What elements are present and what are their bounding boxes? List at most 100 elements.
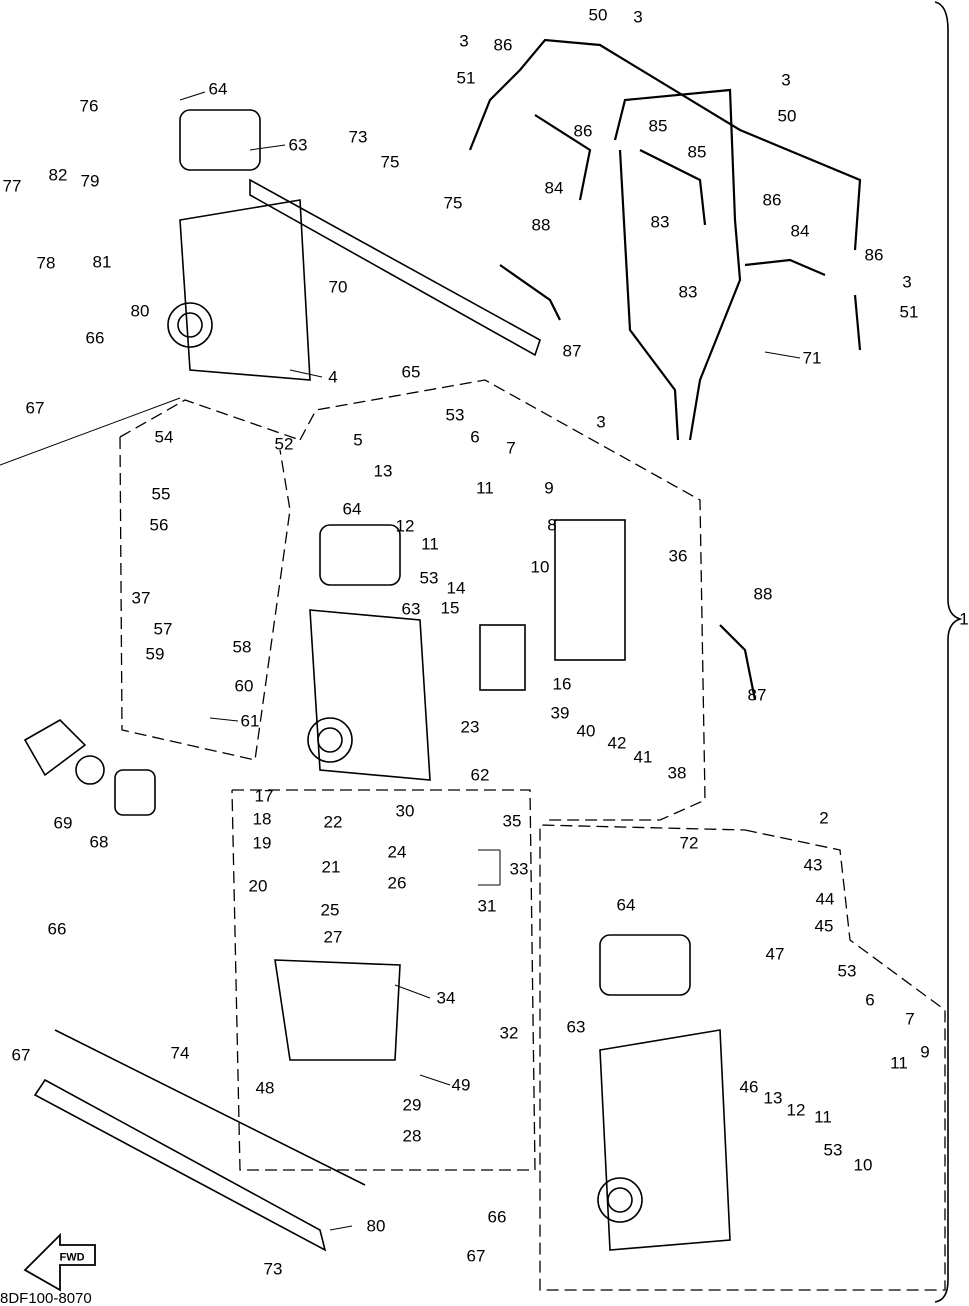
part-callout: 24 [387, 842, 407, 862]
part-callout: 68 [89, 832, 109, 852]
part-callout: 75 [380, 152, 400, 172]
part-callout: 17 [254, 786, 274, 806]
part-callout: 64 [616, 895, 636, 915]
part-callout: 44 [815, 889, 835, 909]
part-callout: 63 [288, 135, 308, 155]
part-callout: 11 [476, 478, 494, 498]
part-callout: 53 [445, 405, 465, 425]
part-callout: 85 [687, 142, 707, 162]
part-callout: 40 [576, 721, 596, 741]
part-callout: 3 [459, 31, 469, 51]
leader-lines [0, 91, 801, 1231]
part-callout: 69 [53, 813, 73, 833]
part-callout: 10 [530, 557, 550, 577]
part-callout: 67 [11, 1045, 31, 1065]
part-callout: 35 [502, 811, 522, 831]
part-callout: 80 [366, 1216, 386, 1236]
part-callout: 23 [460, 717, 480, 737]
part-callout: 33 [509, 859, 529, 879]
part-callout: 86 [493, 35, 513, 55]
part-callout: 87 [562, 341, 582, 361]
part-callout: 19 [252, 833, 272, 853]
part-callout: 73 [263, 1259, 283, 1279]
part-callout: 11 [421, 534, 439, 554]
group-2-outline [539, 824, 946, 1291]
part-callout: 67 [25, 398, 45, 418]
part-callout: 6 [470, 427, 480, 447]
part-callout: 64 [208, 79, 228, 99]
part-callout: 77 [2, 176, 22, 196]
hoses [468, 38, 862, 701]
part-callout: 3 [596, 412, 606, 432]
part-callout: 86 [864, 245, 884, 265]
part-callout: 36 [668, 546, 688, 566]
part-callout: 12 [786, 1100, 806, 1120]
part-callout: 65 [401, 362, 421, 382]
assembly-bracket [934, 1, 963, 1303]
part-callout: 63 [401, 599, 421, 619]
part-callout: 51 [456, 68, 476, 88]
part-callout: 43 [803, 855, 823, 875]
part-callout: 9 [920, 1042, 930, 1062]
part-callout: 26 [387, 873, 407, 893]
part-callout: 87 [747, 685, 767, 705]
part-callout: 58 [232, 637, 252, 657]
part-callout: 55 [151, 484, 171, 504]
part-callout: 79 [80, 171, 100, 191]
part-callout: 8 [547, 515, 557, 535]
part-callout: 83 [678, 282, 698, 302]
part-callout: 21 [321, 857, 341, 877]
part-callout: 15 [440, 598, 460, 618]
part-callout: 45 [814, 916, 834, 936]
part-callout: 53 [419, 568, 439, 588]
part-callout: 13 [373, 461, 393, 481]
part-callout: 54 [154, 427, 174, 447]
part-callout: 50 [777, 106, 797, 126]
part-callout: 41 [633, 747, 653, 767]
part-callout: 18 [252, 809, 272, 829]
part-callout: 73 [348, 127, 368, 147]
part-callout: 76 [79, 96, 99, 116]
part-callout: 29 [402, 1095, 422, 1115]
fwd-arrow-icon [23, 1232, 96, 1292]
part-callout: 13 [763, 1088, 783, 1108]
part-callout: 25 [320, 900, 340, 920]
group-3-outline [119, 379, 706, 1171]
part-callout: 4 [328, 367, 338, 387]
part-callout: 30 [395, 801, 415, 821]
part-callout: 88 [531, 215, 551, 235]
part-callout: 83 [650, 212, 670, 232]
part-callout: 28 [402, 1126, 422, 1146]
part-callout: 74 [170, 1043, 190, 1063]
part-callout: 71 [802, 348, 822, 368]
part-callout: 31 [477, 896, 497, 916]
part-callout: 53 [823, 1140, 843, 1160]
part-callout: 64 [342, 499, 362, 519]
part-callout: 84 [790, 221, 810, 241]
part-callout: 5 [353, 430, 363, 450]
part-callout: 22 [323, 812, 343, 832]
part-callout: 66 [47, 919, 67, 939]
part-callout: 72 [679, 833, 699, 853]
part-callout: 48 [255, 1078, 275, 1098]
part-callout: 11 [890, 1053, 908, 1073]
part-callout: 3 [902, 272, 912, 292]
part-callout: 82 [48, 165, 68, 185]
part-callout: 49 [451, 1075, 471, 1095]
part-callout: 3 [781, 70, 791, 90]
part-callout: 3 [633, 7, 643, 27]
part-callout: 39 [550, 703, 570, 723]
part-callout: 42 [607, 733, 627, 753]
part-callout: 10 [853, 1155, 873, 1175]
part-callout: 12 [395, 516, 415, 536]
part-callout: 84 [544, 178, 564, 198]
part-callout: 47 [765, 944, 785, 964]
part-callout: 63 [566, 1017, 586, 1037]
part-callout: 38 [667, 763, 687, 783]
part-callout: 53 [837, 961, 857, 981]
part-callout: 27 [323, 927, 343, 947]
part-callout: 88 [753, 584, 773, 604]
part-callout: 32 [499, 1023, 519, 1043]
part-callout: 52 [274, 434, 294, 454]
